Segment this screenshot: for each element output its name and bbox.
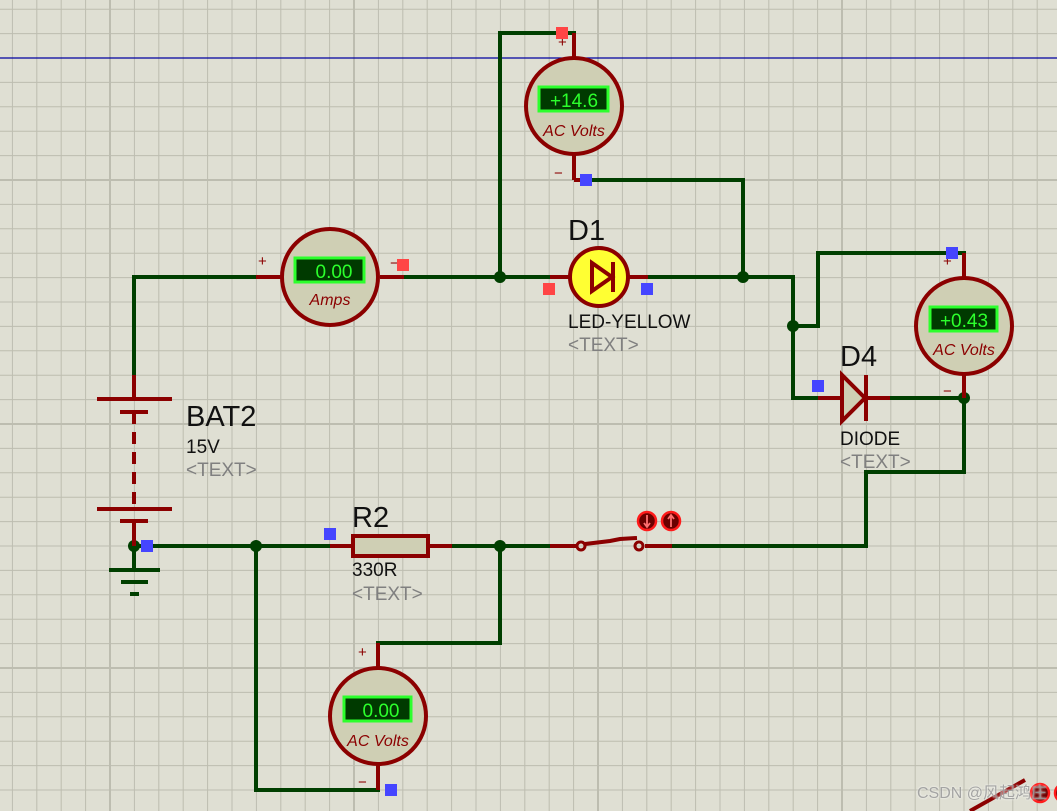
pin-marker-blue[interactable] [324, 528, 336, 540]
component-value: LED-YELLOW [568, 312, 691, 333]
pin-marker-blue[interactable] [580, 174, 592, 186]
diode-triangle [840, 370, 868, 426]
led-body [568, 246, 630, 308]
voltmeter-right[interactable]: +0.43 AC Volts + − [914, 247, 1014, 400]
minus-sign: − [390, 255, 399, 272]
plus-sign: + [258, 253, 267, 270]
junction-dot [494, 540, 506, 552]
plus-sign: + [358, 644, 367, 661]
component-text: <TEXT> [568, 335, 639, 356]
minus-sign: − [554, 165, 563, 182]
arrow-down-icon [643, 515, 651, 529]
meter-reading: +14.6 [550, 91, 598, 112]
push-switch[interactable] [550, 510, 682, 552]
wire[interactable] [584, 178, 745, 279]
component-value: DIODE [840, 429, 900, 450]
wire[interactable] [646, 275, 820, 400]
component-ref: D1 [568, 215, 605, 247]
minus-sign: − [943, 383, 952, 400]
junction-dot [787, 320, 799, 332]
lcd-display [537, 85, 610, 113]
pin-marker-blue[interactable] [946, 247, 958, 259]
pin-marker-blue[interactable] [141, 540, 153, 552]
switch-down-button[interactable] [1029, 782, 1051, 804]
meter-unit-label: Amps [309, 292, 351, 309]
component-text: <TEXT> [352, 584, 423, 605]
switch-down-button[interactable] [636, 510, 658, 532]
meter-reading: 0.00 [363, 701, 400, 722]
meter-unit-label: AC Volts [542, 123, 605, 140]
pin-marker-blue[interactable] [812, 380, 824, 392]
meter-unit-label: AC Volts [932, 342, 995, 359]
partial-switch-bottom-right[interactable] [969, 778, 1057, 811]
voltmeter-bottom[interactable]: 0.00 AC Volts + − [328, 643, 428, 796]
diode-d4[interactable]: D4 DIODE <TEXT> [812, 341, 911, 473]
pin-marker-red[interactable] [397, 259, 409, 271]
wire[interactable] [254, 544, 380, 792]
component-text: <TEXT> [186, 460, 257, 481]
led-d1[interactable]: D1 LED-YELLOW <TEXT> [543, 215, 691, 356]
ammeter[interactable]: 0.00 Amps + − [256, 227, 409, 327]
pin-marker-blue[interactable] [641, 283, 653, 295]
junctions [128, 271, 970, 552]
pin-marker-blue[interactable] [385, 784, 397, 796]
battery-bat2[interactable]: BAT2 15V <TEXT> [97, 375, 257, 552]
pin-marker-red[interactable] [556, 27, 568, 39]
plus-sign: + [943, 253, 952, 270]
voltmeter-top[interactable]: +14.6 AC Volts + − [524, 27, 624, 186]
meter-reading: 0.00 [316, 262, 353, 283]
junction-dot [737, 271, 749, 283]
arrow-up-icon [667, 513, 675, 527]
diode-triangle [590, 259, 616, 295]
component-text: <TEXT> [840, 452, 911, 473]
ground-icon [109, 568, 160, 596]
resistor-body [351, 534, 430, 558]
wire[interactable] [132, 275, 258, 377]
minus-sign: − [358, 774, 367, 791]
component-ref: D4 [840, 341, 877, 373]
wire[interactable] [791, 251, 966, 328]
component-ref: BAT2 [186, 401, 256, 433]
pin-marker-red[interactable] [543, 283, 555, 295]
component-ref: R2 [352, 502, 389, 534]
watermark: CSDN @风起鸿庄 [916, 785, 1047, 802]
switch-up-button[interactable] [660, 510, 682, 532]
wire[interactable] [670, 396, 966, 548]
plus-sign: + [558, 34, 567, 51]
lcd-display [293, 256, 366, 284]
meter-unit-label: AC Volts [346, 733, 409, 750]
resistor-r2[interactable]: R2 330R <TEXT> [324, 502, 452, 605]
lcd-display [928, 305, 999, 333]
wires [132, 31, 966, 792]
component-value: 330R [352, 560, 397, 581]
junction-dot [494, 271, 506, 283]
lcd-display [342, 695, 413, 723]
component-value: 15V [186, 437, 220, 458]
junction-dot [250, 540, 262, 552]
wire[interactable] [376, 544, 502, 645]
switch-lever [584, 536, 638, 546]
wire[interactable] [498, 31, 576, 279]
meter-reading: +0.43 [940, 311, 988, 332]
